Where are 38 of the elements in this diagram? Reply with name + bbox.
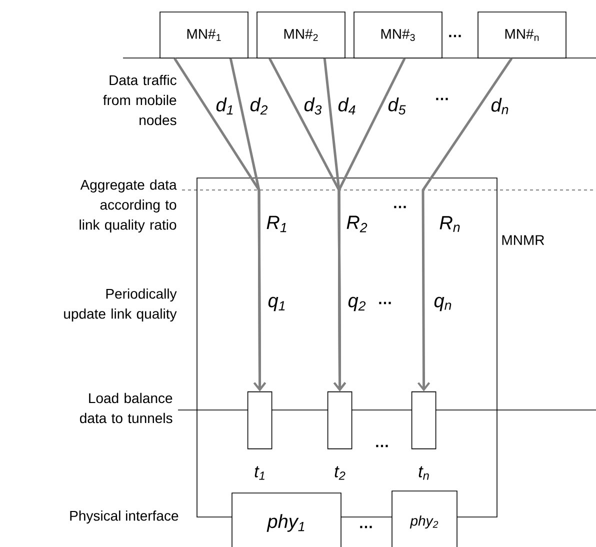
interface-box: phy$_{2}$ bbox=[392, 490, 458, 547]
edge-label: d$_{1}$ bbox=[214, 96, 236, 116]
variable-label: R$_{n}$ bbox=[440, 216, 460, 232]
annotation-text: Aggregate data according to link quality ratio bbox=[80, 179, 177, 233]
ellipsis: … bbox=[379, 302, 391, 304]
edge-label: d$_{3}$ bbox=[302, 96, 324, 116]
annotation-text: Periodically update link quality bbox=[64, 288, 177, 322]
variable-label: q$_{n}$ bbox=[434, 296, 452, 312]
annotation-text: Physical interface bbox=[67, 508, 181, 526]
tunnel-box bbox=[247, 391, 272, 450]
edge-label: d$_{5}$ bbox=[386, 96, 408, 116]
edge-label: d$_{n}$ bbox=[490, 96, 510, 116]
ellipsis: … bbox=[394, 206, 406, 208]
variable-label: R$_{1}$ bbox=[266, 216, 286, 232]
tunnel-box bbox=[411, 391, 436, 450]
tunnel-label: t$_{2}$ bbox=[334, 466, 346, 480]
variable-label: R$_{2}$ bbox=[346, 216, 368, 232]
annotation-text: Data traffic from mobile nodes bbox=[103, 74, 176, 126]
ellipsis: … bbox=[360, 526, 372, 528]
tunnel-box bbox=[327, 391, 352, 450]
ellipsis: … bbox=[436, 98, 448, 100]
edge-label: d$_{2}$ bbox=[248, 96, 270, 116]
mobile-node-box: MN#$_{3}$ bbox=[354, 12, 442, 58]
mobile-node-box: MN#$_{1}$ bbox=[160, 12, 248, 58]
edge-label: d$_{4}$ bbox=[336, 96, 358, 116]
arrow bbox=[229, 58, 266, 392]
ellipsis: … bbox=[376, 444, 388, 448]
variable-label: q$_{1}$ bbox=[268, 296, 285, 312]
interface-box: phy$_{1}$ bbox=[232, 492, 342, 547]
tunnel-label: t$_{n}$ bbox=[418, 466, 429, 480]
variable-label: q$_{2}$ bbox=[348, 296, 366, 312]
tunnel-label: t$_{1}$ bbox=[254, 466, 264, 480]
annotation-text: Load balance data to tunnels bbox=[80, 392, 172, 424]
ellipsis: … bbox=[449, 34, 461, 38]
arrow bbox=[417, 58, 513, 392]
mobile-node-box: MN#$_{2}$ bbox=[256, 12, 346, 58]
mobile-node-box: MN#$_{n}$ bbox=[478, 12, 566, 58]
arrow bbox=[334, 58, 406, 392]
